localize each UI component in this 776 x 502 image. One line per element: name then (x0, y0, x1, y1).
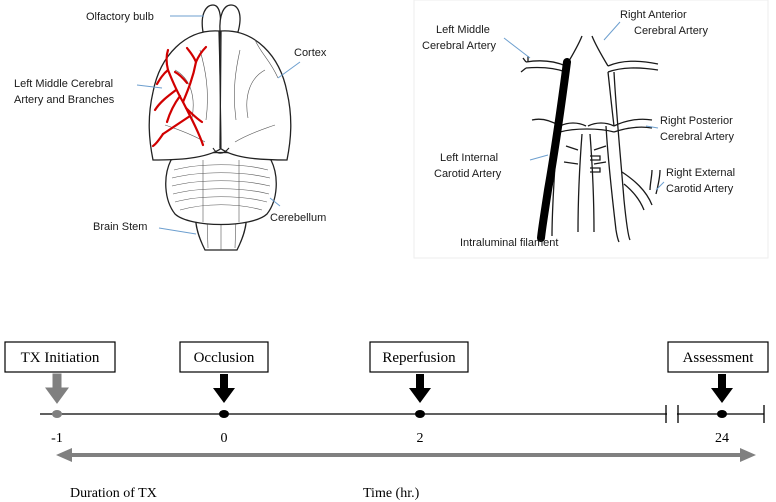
lmca-label-line2: Artery and Branches (14, 94, 115, 106)
right-external-carotid-line1: Right External (666, 167, 735, 179)
occlusion-arrow (213, 374, 235, 403)
artery-diagram: Left Middle Cerebral Artery Right Anteri… (413, 0, 769, 259)
duration-span-arrow (56, 448, 756, 462)
left-middle-cerebral-line2: Cerebral Artery (422, 40, 496, 52)
event-reperfusion: Reperfusion 2 (369, 341, 469, 446)
event-assessment: Assessment 24 (667, 341, 769, 446)
tick-label-minus1: -1 (51, 431, 63, 446)
lmca-label-line1: Left Middle Cerebral (14, 78, 113, 90)
tx-initiation-box (4, 341, 116, 373)
tx-initiation-label: TX Initiation (21, 350, 100, 366)
time-axis-label: Time (hr.) (363, 486, 420, 501)
intraluminal-filament (537, 58, 571, 242)
event-tx-initiation: TX Initiation -1 (4, 341, 116, 446)
tick-label-24: 24 (715, 431, 729, 446)
reperfusion-box (369, 341, 469, 373)
reperfusion-point (415, 410, 425, 418)
occlusion-point (219, 410, 229, 418)
tick-label-2: 2 (417, 431, 424, 446)
assessment-box (667, 341, 769, 373)
right-posterior-cerebral-line2: Cerebral Artery (660, 131, 734, 143)
assessment-point (717, 410, 727, 418)
cerebellum-shape (165, 151, 277, 226)
assessment-arrow (711, 374, 733, 403)
reperfusion-arrow (409, 374, 431, 403)
right-external-carotid-line2: Carotid Artery (666, 183, 734, 195)
right-anterior-cerebral-line1: Right Anterior (620, 9, 687, 21)
cortex-label: Cortex (294, 47, 327, 59)
timeline: TX Initiation -1 Occlusion 0 Reperfusion… (4, 341, 769, 501)
olfactory-bulb-right (219, 4, 241, 33)
tx-initiation-arrow (45, 373, 69, 404)
tick-label-0: 0 (221, 431, 228, 446)
left-internal-carotid-line2: Carotid Artery (434, 168, 502, 180)
filament-label: Intraluminal filament (460, 237, 558, 249)
olfactory-bulb-label: Olfactory bulb (86, 11, 154, 23)
event-occlusion: Occlusion 0 (179, 341, 269, 446)
cerebellum-label: Cerebellum (270, 212, 326, 224)
brain-diagram: Olfactory bulb Cortex Left Middle Cerebr… (14, 4, 327, 251)
right-posterior-cerebral-line1: Right Posterior (660, 115, 733, 127)
duration-label: Duration of TX (70, 486, 157, 501)
assessment-label: Assessment (683, 350, 755, 366)
right-anterior-cerebral-line2: Cerebral Artery (634, 25, 708, 37)
reperfusion-label: Reperfusion (382, 350, 456, 366)
occlusion-label: Occlusion (194, 350, 255, 366)
tx-initiation-point (52, 410, 62, 418)
olfactory-bulb-left (201, 4, 222, 33)
occlusion-box (179, 341, 269, 373)
right-hemisphere (219, 30, 292, 161)
left-internal-carotid-line1: Left Internal (440, 152, 498, 164)
lmca-branches (151, 45, 208, 148)
brain-stem-label: Brain Stem (93, 221, 147, 233)
left-middle-cerebral-line1: Left Middle (436, 24, 490, 36)
